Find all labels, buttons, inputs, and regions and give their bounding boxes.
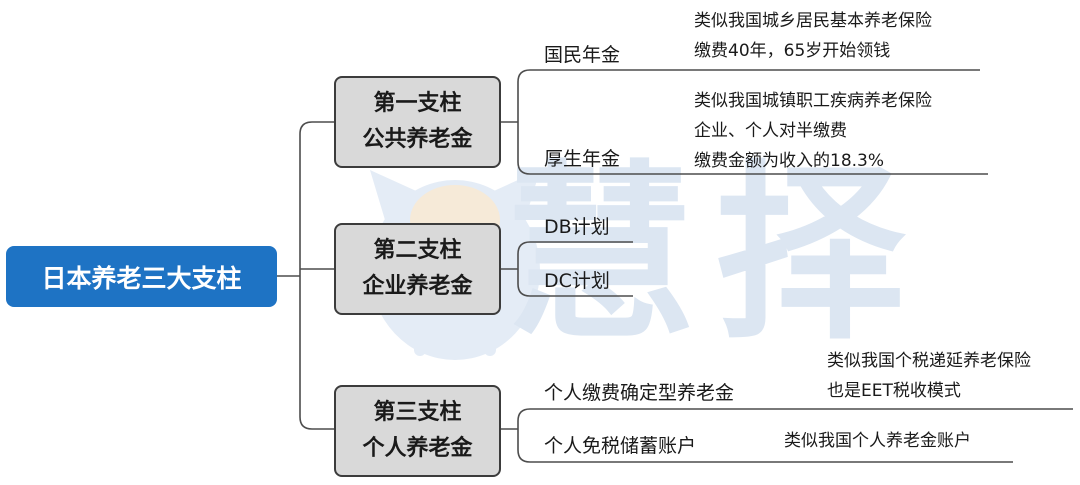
pillar-3-subtitle: 个人养老金 [362,436,473,461]
note-welfare-pension: 类似我国城镇职工疾病养老保险 企业、个人对半缴费 缴费金额为收入的18.3% [694,86,932,176]
connector-p2-bracket [517,241,531,297]
pillar-node-3: 第三支柱 个人养老金 [334,385,501,477]
connector-trunk [299,121,313,430]
leaf-personal-dc: 个人缴费确定型养老金 [544,382,735,404]
pillar-3-title: 第三支柱 [373,400,462,425]
leaf-national-pension: 国民年金 [544,44,621,66]
note-personal-dc: 类似我国个税递延养老保险 也是EET税收模式 [827,346,1031,406]
pillar-node-2: 第二支柱 企业养老金 [334,223,501,315]
note-line: 也是EET税收模式 [827,381,961,401]
connector-p1-bracket [517,69,531,175]
pillar-2-subtitle: 企业养老金 [362,274,473,299]
note-tax-free-savings: 类似我国个人养老金账户 [784,426,971,456]
note-line: 企业、个人对半缴费 [694,121,847,141]
note-line: 缴费金额为收入的18.3% [694,151,885,171]
note-line: 缴费40年，65岁开始领钱 [694,41,891,61]
note-line: 类似我国个人养老金账户 [784,431,971,451]
leaf-db-plan: DB计划 [544,216,610,238]
watermark-text: 慧择 [505,144,926,365]
pillar-1-title: 第一支柱 [373,91,462,116]
note-line: 类似我国城镇职工疾病养老保险 [694,91,932,111]
pillar-2-title: 第二支柱 [373,238,462,263]
connector-p3-bracket [517,408,531,463]
root-node: 日本养老三大支柱 [6,246,277,307]
leaf-tax-free-savings: 个人免税储蓄账户 [544,435,697,457]
leaf-welfare-pension: 厚生年金 [544,148,621,170]
note-line: 类似我国个税递延养老保险 [827,351,1031,371]
leaf-dc-plan: DC计划 [544,270,610,292]
pillar-1-subtitle: 公共养老金 [362,127,473,152]
note-line: 类似我国城乡居民基本养老保险 [694,11,932,31]
note-national-pension: 类似我国城乡居民基本养老保险 缴费40年，65岁开始领钱 [694,6,932,66]
pillar-node-1: 第一支柱 公共养老金 [334,76,501,168]
